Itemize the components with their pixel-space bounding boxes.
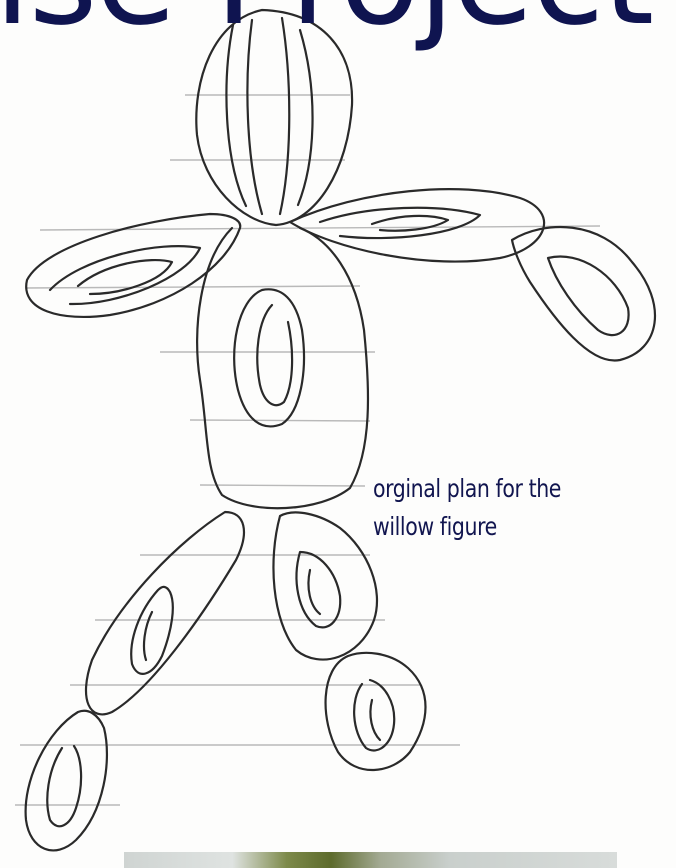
- lined-paper-rules: [15, 95, 600, 805]
- figure-left-leg: [26, 512, 244, 850]
- figure-body: [197, 228, 368, 508]
- photo-thumbnail: [124, 852, 617, 868]
- figure-right-arm: [290, 189, 655, 360]
- figure-right-leg: [273, 512, 425, 770]
- sketch-caption: orginal plan for the willow figure: [373, 470, 611, 546]
- page-heading: ise Project: [0, 0, 652, 44]
